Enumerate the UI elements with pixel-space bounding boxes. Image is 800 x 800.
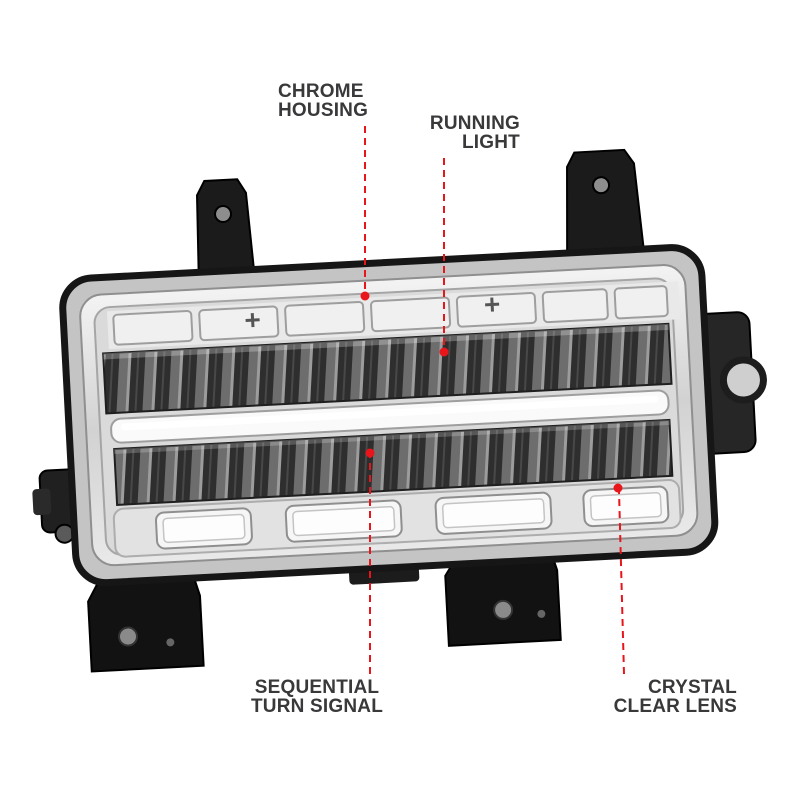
upper-fin-band (102, 322, 673, 415)
label-line: LIGHT (462, 132, 520, 153)
label-line: CHROME (278, 81, 364, 102)
running-light-bar (110, 389, 670, 444)
label-line: RUNNING (429, 113, 520, 134)
label-line: TURN SIGNAL (250, 696, 384, 717)
label-line: CRYSTAL (647, 677, 737, 698)
label-running-light: RUNNING LIGHT (410, 114, 520, 152)
label-line: SEQUENTIAL (254, 677, 380, 698)
top-reflector-strip (106, 281, 681, 350)
mounting-bracket-top-right (566, 148, 647, 267)
label-crystal-clear-lens: CRYSTAL CLEAR LENS (577, 678, 737, 716)
label-line: CLEAR LENS (613, 696, 737, 717)
label-chrome-housing: CHROME HOUSING (278, 82, 388, 120)
label-line: HOUSING (278, 100, 369, 121)
lower-fin-band (113, 418, 674, 507)
label-sequential-turn-signal: SEQUENTIAL TURN SIGNAL (237, 678, 397, 716)
mounting-foot-right (444, 541, 562, 647)
clear-lens-row (112, 479, 682, 558)
screw-icon (245, 297, 500, 328)
